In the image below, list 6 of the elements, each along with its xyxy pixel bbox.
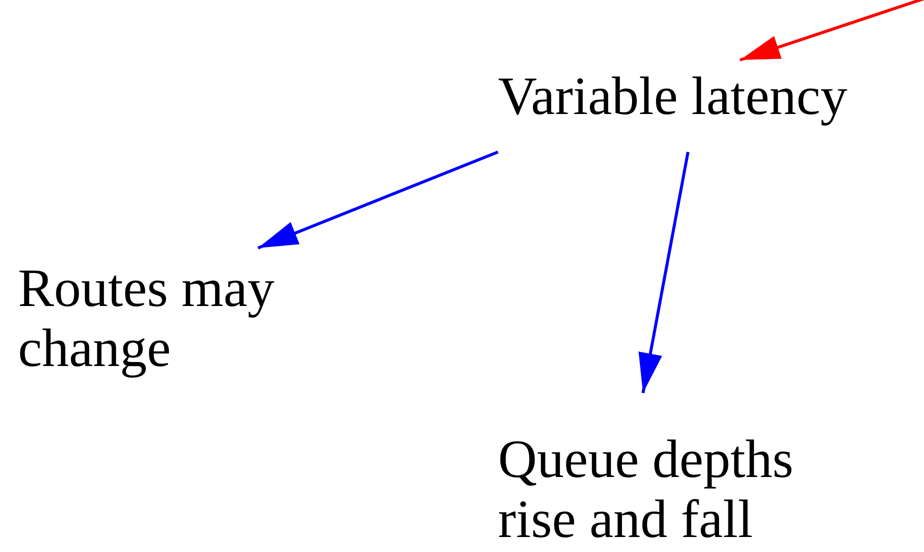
node-label: Queue depths rise and fall xyxy=(498,429,794,549)
arrow xyxy=(638,152,690,394)
arrow xyxy=(740,0,924,62)
node-label: Routes may change xyxy=(18,258,276,378)
node-label: Variable latency xyxy=(498,66,848,126)
arrow xyxy=(257,150,499,250)
